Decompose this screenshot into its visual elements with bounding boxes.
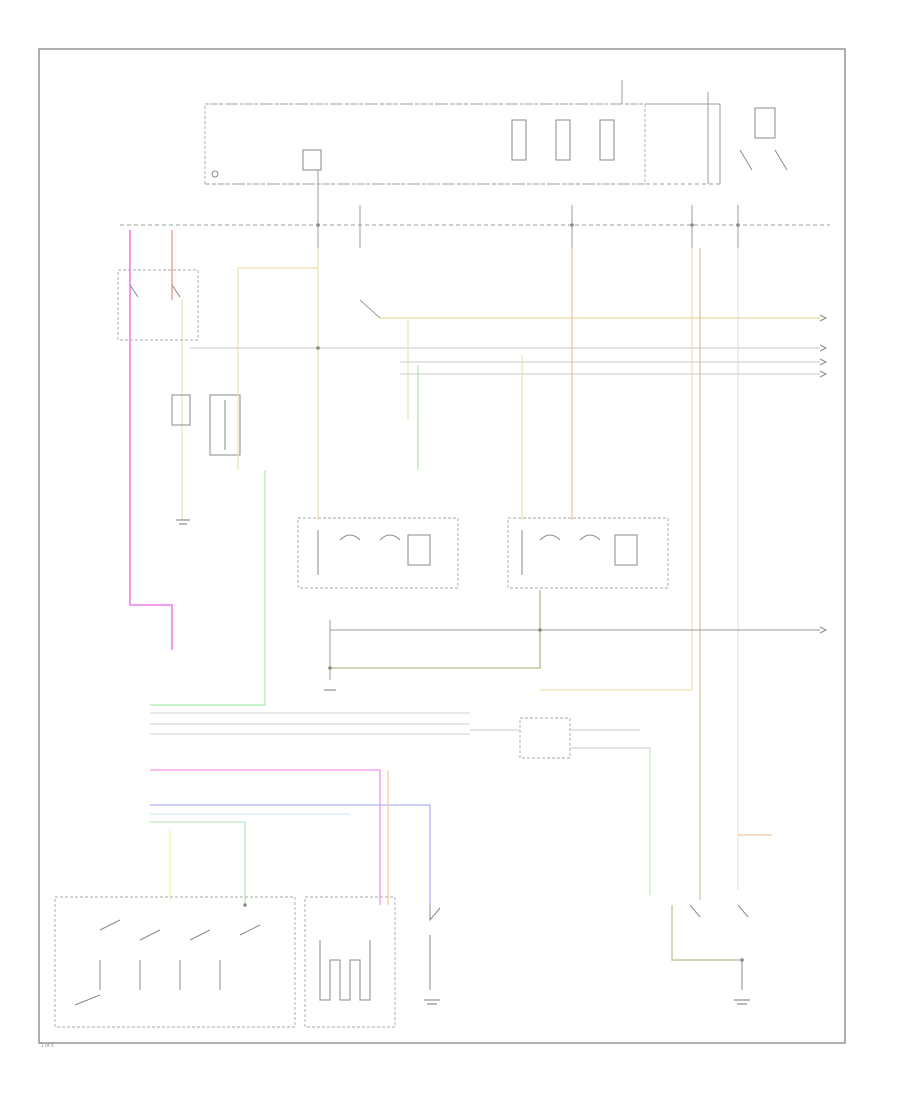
diagram-frame bbox=[38, 48, 846, 1044]
olive-wire bbox=[330, 590, 541, 669]
junction-dots bbox=[243, 223, 744, 962]
left-lamp-module bbox=[297, 517, 459, 589]
ground-symbols bbox=[176, 519, 336, 691]
green-wire bbox=[150, 365, 419, 706]
right-lamp-module bbox=[507, 517, 669, 589]
multifunction-switch bbox=[304, 896, 396, 1028]
hazard-switch bbox=[117, 269, 241, 456]
footer-code: 1 of 3 bbox=[41, 1043, 54, 1049]
headlamp-switch bbox=[54, 896, 296, 1028]
pink-wire bbox=[129, 230, 173, 650]
right-connector bbox=[470, 717, 772, 895]
horn-switch bbox=[424, 905, 441, 1005]
right-bottom-switch bbox=[671, 904, 750, 1005]
power-distribution-box bbox=[204, 80, 788, 185]
left-connector-lines bbox=[150, 712, 470, 905]
off-page-arrows bbox=[819, 314, 828, 634]
